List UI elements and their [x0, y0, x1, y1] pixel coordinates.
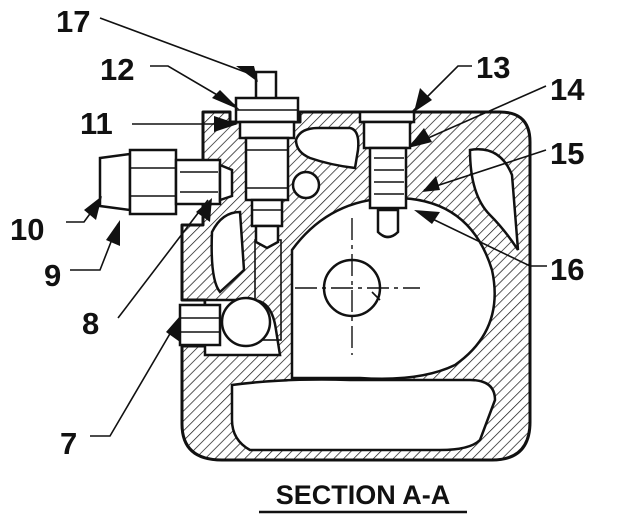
callout-14: 13 [476, 50, 510, 85]
housing-body [180, 110, 532, 462]
callout-9: 9 [44, 258, 61, 293]
right-plug-assembly [358, 110, 416, 239]
callout-16: 15 [550, 136, 584, 171]
small-ball [291, 170, 321, 200]
arrowheads [84, 66, 440, 342]
callout-12: 12 [100, 52, 134, 87]
leader-lines [66, 17, 547, 437]
callout-7: 7 [60, 426, 77, 461]
left-passage [210, 210, 246, 294]
callout-labels: 17 12 11 10 9 8 7 13 14 15 16 [10, 4, 585, 461]
callout-10: 10 [10, 212, 44, 247]
upper-passage [294, 126, 360, 170]
callout-17: 16 [550, 252, 584, 287]
section-title: SECTION A-A [276, 480, 451, 510]
right-cavity [468, 148, 520, 251]
valve-assembly [234, 70, 300, 250]
callout-8: 8 [82, 306, 99, 341]
callout-15: 14 [550, 72, 585, 107]
callout-13: 17 [56, 4, 90, 39]
main-bore [290, 196, 496, 381]
bottom-cavity [230, 378, 497, 452]
check-ball [220, 296, 272, 348]
plug-7 [178, 303, 222, 347]
callout-11: 11 [80, 106, 113, 141]
fitting-nut [98, 148, 234, 216]
